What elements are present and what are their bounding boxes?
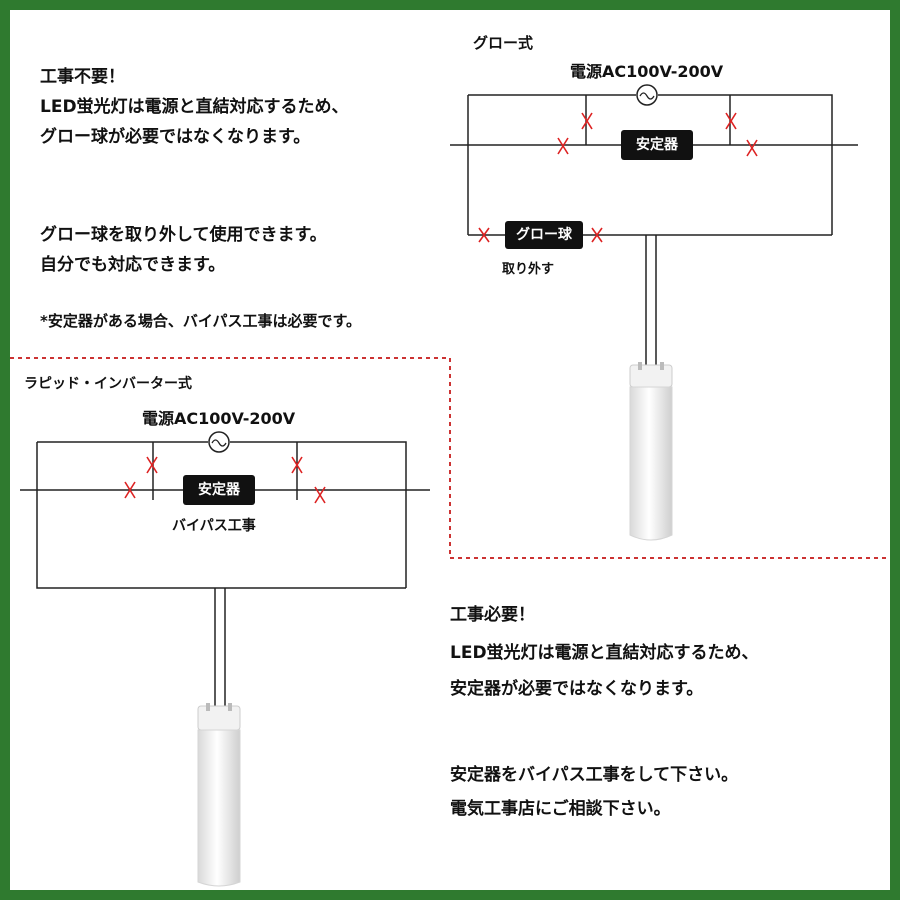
rapid-title: ラピッド・インバーター式 <box>24 376 192 392</box>
section-divider <box>10 357 890 559</box>
left-note-line: 自分でも対応できます。 <box>40 255 226 275</box>
left-note-line: グロー球が必要ではなくなります。 <box>40 127 311 147</box>
bypass-label: バイパス工事 <box>172 518 256 534</box>
left-note-line: LED蛍光灯は電源と直結対応するため、 <box>40 97 349 117</box>
x-mark-icon <box>124 456 326 504</box>
no-work-heading: 工事不要！ <box>40 67 125 87</box>
ac-source-icon <box>208 431 230 453</box>
led-lamp-icon <box>629 362 673 541</box>
starter-box: グロー球 <box>505 221 583 249</box>
rapid-power-label: 電源AC100V-200V <box>142 409 296 428</box>
x-mark-icon <box>478 112 758 243</box>
right-note-line: 電気工事店にご相談下さい。 <box>450 799 671 819</box>
starter-remove-note: 取り外す <box>502 262 555 277</box>
ac-source-icon <box>636 84 658 106</box>
rapid-ballast-box: 安定器 <box>183 475 255 505</box>
footnote: *安定器がある場合、バイパス工事は必要です。 <box>40 312 362 330</box>
right-note-line: 安定器をバイパス工事をして下さい。 <box>450 765 739 785</box>
right-note-line: 安定器が必要ではなくなります。 <box>450 679 704 699</box>
led-lamp-icon <box>197 703 241 887</box>
glow-ballast-box: 安定器 <box>621 130 693 160</box>
right-note-line: LED蛍光灯は電源と直結対応するため、 <box>450 643 759 663</box>
diagram-canvas: 工事不要！ LED蛍光灯は電源と直結対応するため、 グロー球が必要ではなくなりま… <box>10 10 890 890</box>
work-required-heading: 工事必要！ <box>450 605 535 625</box>
left-note-line: グロー球を取り外して使用できます。 <box>40 225 327 245</box>
glow-title: グロー式 <box>473 34 534 52</box>
glow-power-label: 電源AC100V-200V <box>570 62 724 81</box>
